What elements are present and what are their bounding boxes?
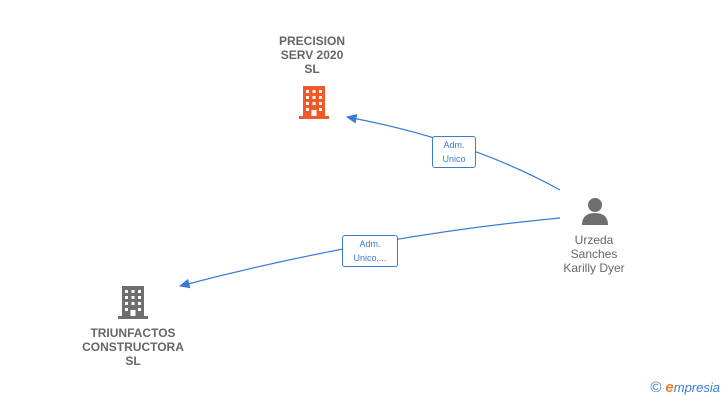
company-top-label[interactable]: PRECISION SERV 2020 SL xyxy=(278,34,345,76)
building-icon[interactable] xyxy=(298,84,330,120)
company-bottom-label[interactable]: TRIUNFACTOS CONSTRUCTORA SL xyxy=(82,326,184,368)
person-label[interactable]: Urzeda Sanches Karilly Dyer xyxy=(563,233,625,275)
building-icon[interactable] xyxy=(117,284,149,320)
person-icon[interactable] xyxy=(580,196,610,226)
edge-label-role[interactable]: Adm. Unico,... xyxy=(342,235,398,267)
empresia-logo: empresia xyxy=(665,379,720,396)
empresia-watermark: © empresia xyxy=(650,379,720,396)
copyright-symbol: © xyxy=(650,379,662,396)
edge-label-role[interactable]: Adm. Unico xyxy=(432,136,476,168)
